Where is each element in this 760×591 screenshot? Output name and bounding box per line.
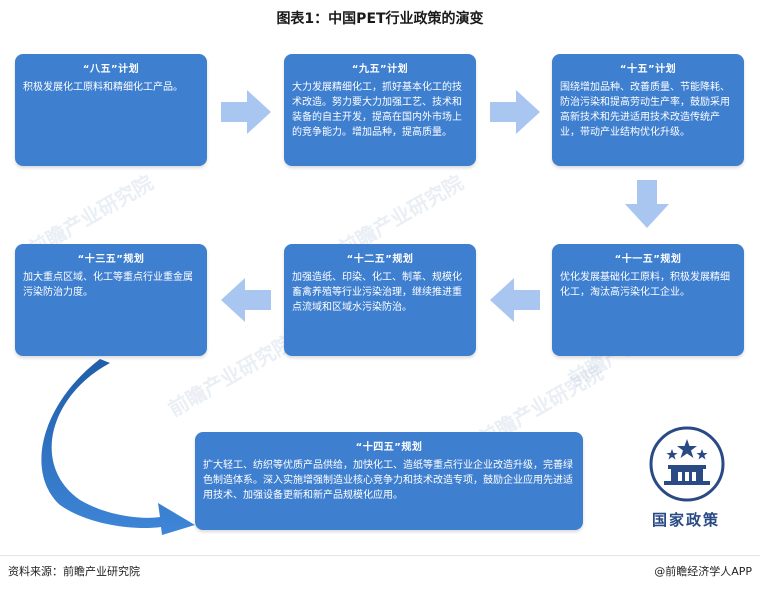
policy-card-10th-plan: “十五”计划 围绕增加品种、改善质量、节能降耗、防治污染和提高劳动生产率，鼓励采… — [552, 54, 744, 166]
card-heading: “十一五”规划 — [614, 254, 682, 265]
arrow-right-icon — [221, 90, 271, 134]
card-text: 大力发展精细化工，抓好基本化工的技术改造。努力要大力加强工艺、技术和装备的自主开… — [292, 82, 462, 138]
card-text: 加强造纸、印染、化工、制革、规模化畜禽养殖等行业污染治理，继续推进重点流域和区域… — [292, 272, 462, 313]
card-heading: “九五”计划 — [351, 64, 409, 75]
card-heading: “十四五”规划 — [355, 442, 423, 453]
policy-card-14th-plan: “十四五”规划 扩大轻工、纺织等优质产品供给，加快化工、造纸等重点行业企业改造升… — [195, 432, 583, 530]
card-text: 围绕增加品种、改善质量、节能降耗、防治污染和提高劳动生产率，鼓励采用高新技术和先… — [560, 82, 730, 138]
emblem-label: 国家政策 — [651, 511, 720, 529]
card-text: 优化发展基础化工原料，积极发展精细化工，淘汰高污染化工企业。 — [560, 272, 730, 298]
card-text: 积极发展化工原料和精细化工产品。 — [23, 82, 183, 93]
source-note: 资料来源：前瞻产业研究院 — [8, 565, 140, 578]
national-emblem-icon — [649, 426, 725, 502]
card-text: 扩大轻工、纺织等优质产品供给，加快化工、造纸等重点行业企业改造升级，完善绿色制造… — [203, 460, 573, 501]
policy-card-9th-plan: “九五”计划 大力发展精细化工，抓好基本化工的技术改造。努力要大力加强工艺、技术… — [284, 54, 476, 166]
arrow-down-icon — [625, 180, 669, 228]
card-heading: “十二五”规划 — [346, 254, 414, 265]
figure-title: 图表1：中国PET行业政策的演变 — [276, 11, 484, 27]
footer-divider — [0, 555, 760, 556]
arrow-left-icon — [221, 278, 271, 322]
card-text: 加大重点区域、化工等重点行业重金属污染防治力度。 — [23, 272, 193, 298]
policy-card-11th-plan: “十一五”规划 优化发展基础化工原料，积极发展精细化工，淘汰高污染化工企业。 — [552, 244, 744, 356]
card-heading: “八五”计划 — [82, 64, 140, 75]
credit-note: @前瞻经济学人APP — [654, 565, 752, 578]
policy-card-13th-plan: “十三五”规划 加大重点区域、化工等重点行业重金属污染防治力度。 — [15, 244, 207, 356]
policy-card-12th-plan: “十二五”规划 加强造纸、印染、化工、制革、规模化畜禽养殖等行业污染治理，继续推… — [284, 244, 476, 356]
arrow-left-icon — [490, 278, 540, 322]
card-heading: “十五”计划 — [619, 64, 677, 75]
arrow-right-icon — [490, 90, 540, 134]
curved-arrow-icon — [41, 359, 196, 535]
card-heading: “十三五”规划 — [77, 254, 145, 265]
policy-card-8th-plan: “八五”计划 积极发展化工原料和精细化工产品。 — [15, 54, 207, 166]
